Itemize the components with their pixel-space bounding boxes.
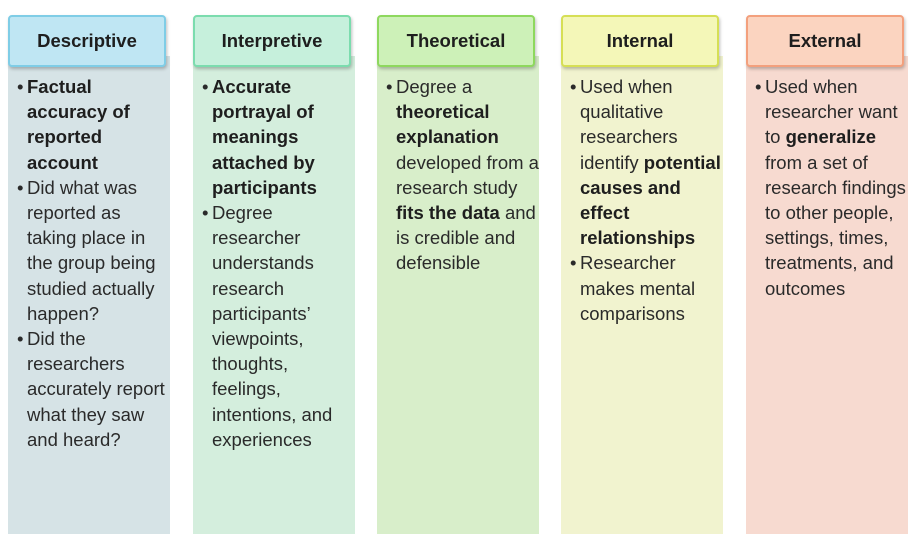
bullet-text: Degree a theoretical explanation develop…	[396, 74, 539, 276]
text-run: Degree a	[396, 76, 473, 97]
bold-phrase: generalize	[785, 126, 877, 148]
column-body: •Factual accuracy of reported account•Di…	[8, 56, 170, 534]
bullet-text: Factual accuracy of reported account	[27, 74, 170, 175]
column-header: Theoretical	[377, 15, 535, 67]
bullet-item: •Did the researchers accurately report w…	[17, 326, 170, 452]
bullet-item: •Researcher makes mental comparisons	[570, 250, 723, 326]
text-run: Degree researcher understands research p…	[212, 202, 333, 450]
bullet-text: Used when researcher want to generalize …	[765, 74, 908, 301]
bullet-item: •Degree a theoretical explanation develo…	[386, 74, 539, 276]
text-run: and is credible and defensible	[396, 202, 536, 274]
bold-phrase: Factual accuracy of reported account	[27, 76, 130, 173]
bold-phrase: Accurate portrayal of meanings attached …	[212, 76, 317, 198]
column-header: Interpretive	[193, 15, 351, 67]
bullet-icon: •	[570, 76, 577, 97]
bullet-item: •Degree researcher understands research …	[202, 200, 355, 452]
bullet-icon: •	[202, 202, 209, 224]
column-body: •Used when researcher want to generalize…	[746, 56, 908, 534]
bullet-item: •Accurate portrayal of meanings attached…	[202, 74, 355, 200]
bullet-icon: •	[202, 76, 209, 97]
column-external: •Used when researcher want to generalize…	[742, 0, 918, 551]
bullet-item: •Did what was reported as taking place i…	[17, 175, 170, 326]
bullet-item: •Used when researcher want to generalize…	[755, 74, 908, 301]
bullet-text: Did the researchers accurately report wh…	[27, 326, 170, 452]
text-run: Did what was reported as taking place in…	[27, 176, 156, 324]
bullet-icon: •	[570, 252, 577, 274]
bullet-text: Degree researcher understands research p…	[212, 200, 355, 452]
column-internal: •Used when qualitative researchers ident…	[557, 0, 733, 551]
column-theoretical: •Degree a theoretical explanation develo…	[373, 0, 549, 551]
bullet-text: Researcher makes mental comparisons	[580, 250, 723, 326]
text-run: Used when researcher want to	[765, 76, 898, 148]
bold-phrase: fits the data	[396, 202, 500, 224]
bullet-text: Accurate portrayal of meanings attached …	[212, 74, 355, 200]
column-header: External	[746, 15, 904, 67]
text-run: Did the researchers accurately report wh…	[27, 328, 165, 450]
bullet-icon: •	[17, 76, 24, 97]
bullet-icon: •	[755, 76, 762, 97]
column-body: •Degree a theoretical explanation develo…	[377, 56, 539, 534]
text-run: from a set of research findings to other…	[765, 151, 906, 299]
column-descriptive: •Factual accuracy of reported account•Di…	[4, 0, 180, 551]
column-interpretive: •Accurate portrayal of meanings attached…	[189, 0, 365, 551]
bullet-item: •Factual accuracy of reported account	[17, 74, 170, 175]
bullet-text: Did what was reported as taking place in…	[27, 175, 170, 326]
text-run: Used when qualitative researchers identi…	[580, 76, 678, 173]
column-header: Internal	[561, 15, 719, 67]
bold-phrase: potential causes and effect relationship…	[580, 151, 721, 249]
bullet-icon: •	[386, 76, 393, 97]
bullet-icon: •	[17, 176, 24, 198]
bullet-icon: •	[17, 328, 24, 350]
bullet-text: Used when qualitative researchers identi…	[580, 74, 723, 250]
text-run: Researcher makes mental comparisons	[580, 252, 696, 324]
text-run: developed from a research study	[396, 151, 539, 198]
bold-phrase: theoretical explanation	[396, 101, 499, 148]
bullet-item: •Used when qualitative researchers ident…	[570, 74, 723, 250]
column-header: Descriptive	[8, 15, 166, 67]
column-body: •Accurate portrayal of meanings attached…	[193, 56, 355, 534]
column-body: •Used when qualitative researchers ident…	[561, 56, 723, 534]
